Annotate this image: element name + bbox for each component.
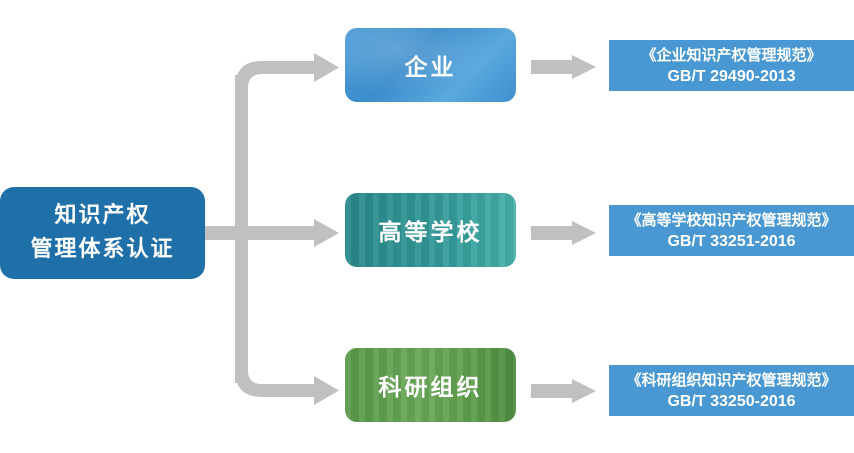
arrowhead-to-enterprise <box>314 53 339 82</box>
standard-code: GB/T 33250-2016 <box>667 392 796 410</box>
standard-code: GB/T 33251-2016 <box>667 232 796 250</box>
category-node-research-organization: 科研组织 <box>345 348 516 422</box>
category-node-enterprise: 企业 <box>345 28 516 102</box>
trunk-line <box>235 75 248 383</box>
root-node-ip-management-certification: 知识产权 管理体系认证 <box>0 187 205 279</box>
arrowhead-to-university <box>314 219 339 247</box>
standard-title: 《高等学校知识产权管理规范》 <box>626 210 837 229</box>
standard-node-university: 《高等学校知识产权管理规范》 GB/T 33251-2016 <box>609 205 854 256</box>
root-title-line1: 知识产权 <box>54 203 151 228</box>
root-title-line2: 管理体系认证 <box>30 237 175 262</box>
category-label: 高等学校 <box>378 220 483 246</box>
arrow-university-to-standard <box>531 221 596 245</box>
standard-code: GB/T 29490-2013 <box>667 67 796 85</box>
category-label: 企业 <box>404 55 457 81</box>
standard-title: 《科研组织知识产权管理规范》 <box>626 370 837 389</box>
arrow-research-to-standard <box>531 379 596 403</box>
arrowhead-to-research <box>314 376 339 405</box>
arrow-enterprise-to-standard <box>531 55 596 79</box>
category-node-university: 高等学校 <box>345 193 516 267</box>
standard-title: 《企业知识产权管理规范》 <box>641 45 822 64</box>
standard-node-research-organization: 《科研组织知识产权管理规范》 GB/T 33250-2016 <box>609 365 854 416</box>
root-connector-line <box>205 226 315 240</box>
top-branch-line <box>235 61 315 88</box>
bottom-branch-line <box>235 370 315 397</box>
category-label: 科研组织 <box>378 375 483 401</box>
standard-node-enterprise: 《企业知识产权管理规范》 GB/T 29490-2013 <box>609 40 854 91</box>
